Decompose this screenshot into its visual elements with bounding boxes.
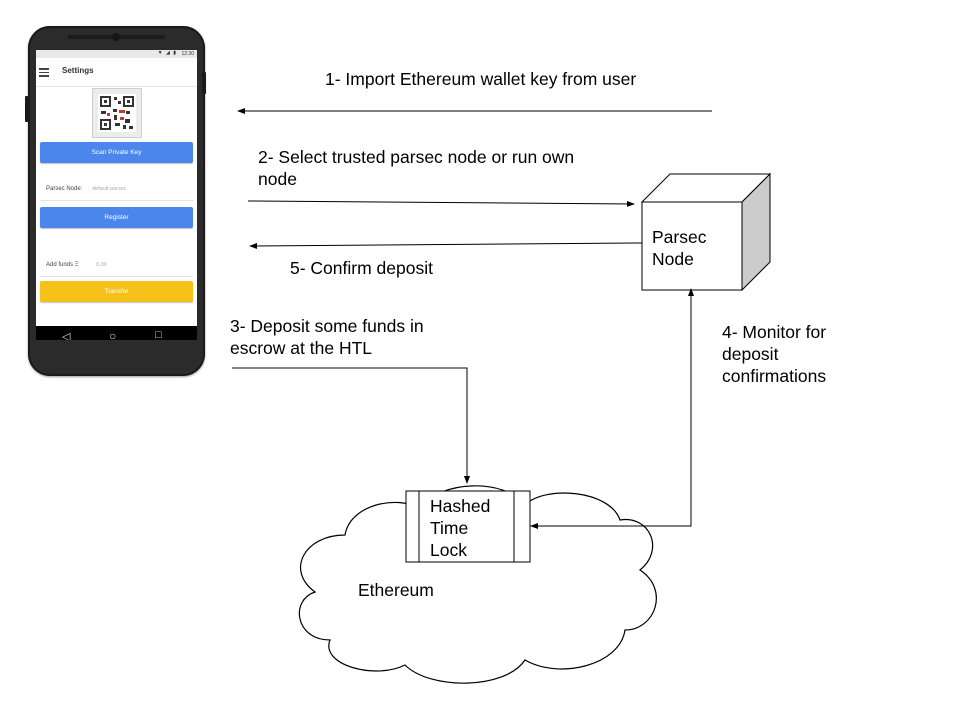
recent-apps-icon[interactable]: □ (155, 329, 162, 340)
phone-screen: ▼ ◢ ▮ 12:30 Settings Scan Private Key (36, 50, 197, 340)
phone-power-button (202, 72, 206, 94)
home-icon[interactable]: ○ (109, 329, 117, 340)
htl-label-line2: Time (430, 518, 469, 538)
add-funds-field[interactable]: Add funds Ξ 0.00 (40, 256, 193, 277)
step4-label-line1: 4- Monitor for (722, 322, 827, 342)
step4-label-line3: confirmations (722, 366, 827, 386)
arrow-step4 (531, 288, 694, 527)
back-icon[interactable]: ◁ (62, 331, 71, 340)
step1-label: 1- Import Ethereum wallet key from user (325, 69, 637, 89)
parsec-node-field-placeholder: default.parsec (92, 186, 127, 192)
status-bar: ▼ ◢ ▮ 12:30 (36, 50, 197, 58)
add-funds-field-label: Add funds Ξ (46, 262, 79, 268)
status-icons: ▼ ◢ ▮ (157, 50, 177, 56)
qr-code-image (92, 88, 142, 138)
step4-label-line2: deposit (722, 344, 779, 364)
phone-camera (112, 33, 120, 41)
register-button[interactable]: Register (40, 207, 193, 228)
phone-volume-button (25, 96, 29, 122)
parsec-node-field[interactable]: Parsec Node: default.parsec (40, 180, 193, 201)
arrow-step2 (247, 200, 635, 207)
qr-code-icon (98, 94, 136, 132)
menu-icon[interactable] (39, 68, 49, 77)
htl-label-line3: Lock (430, 540, 467, 560)
step2-label-line1: 2- Select trusted parsec node or run own (258, 147, 575, 167)
transfer-button[interactable]: Transfer (40, 281, 193, 302)
app-bar: Settings (36, 58, 197, 87)
parsec-node-label-line2: Node (652, 249, 694, 269)
hashed-time-lock-box (405, 490, 531, 563)
step3-label-line2: escrow at the HTL (230, 338, 372, 358)
add-funds-field-placeholder: 0.00 (96, 262, 107, 268)
htl-label-line1: Hashed (430, 496, 491, 516)
ethereum-label: Ethereum (358, 580, 434, 600)
arrow-step3 (232, 367, 470, 484)
nav-bar: ◁ ○ □ (36, 326, 197, 340)
arrow-step5 (249, 242, 643, 249)
phone-mockup: ▼ ◢ ▮ 12:30 Settings Scan Private Key (25, 26, 206, 376)
parsec-node-field-label: Parsec Node: (46, 186, 83, 192)
status-time: 12:30 (181, 51, 194, 57)
ethereum-cloud (298, 485, 657, 684)
step2-label-line2: node (258, 169, 297, 189)
parsec-node-cube (640, 172, 772, 292)
arrow-step4-tail (530, 523, 538, 529)
app-title: Settings (62, 66, 94, 75)
scan-private-key-button[interactable]: Scan Private Key (40, 142, 193, 163)
step3-label-line1: 3- Deposit some funds in (230, 316, 424, 336)
parsec-node-label-line1: Parsec (652, 227, 707, 247)
step5-label: 5- Confirm deposit (290, 258, 433, 278)
